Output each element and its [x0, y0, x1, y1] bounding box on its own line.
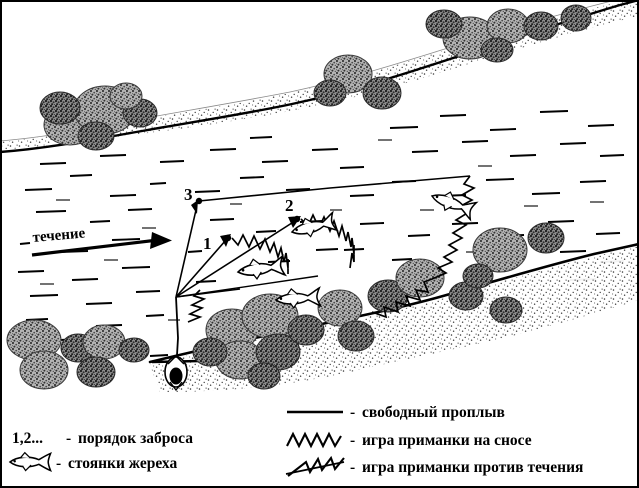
fish-asp-3 — [274, 286, 323, 309]
legend-label-upstream-play: игра приманки против течения — [362, 459, 583, 476]
bush-cluster-near-left — [6, 319, 150, 390]
cast-number-2: 2 — [285, 196, 294, 215]
fish-asp-4 — [430, 191, 479, 222]
cast-number-labels: 1 2 3 — [184, 185, 294, 253]
cast-number-3: 3 — [184, 185, 193, 204]
scribble-line-icon — [285, 455, 345, 477]
legend-item-fish-holding: - стоянки жереха — [8, 451, 177, 472]
legend-label-drift-play: игра приманки на сносе — [362, 432, 532, 449]
legend-dash-cast-order: - — [66, 430, 71, 447]
legend-dash-drift-play: - — [350, 432, 355, 449]
current-direction-indicator: течение — [31, 225, 172, 257]
bush-cluster-near-right — [317, 222, 565, 352]
fish-asp-2 — [290, 210, 339, 238]
legend-symbol-cast-order: 1,2... — [12, 430, 43, 447]
fish-icon — [8, 451, 52, 472]
zigzag-line-icon — [286, 431, 342, 449]
legend: 1,2... - порядок заброса - стоянки жерех… — [8, 404, 583, 477]
bush-cluster-far-mid — [313, 54, 402, 110]
cast-endpoint-1 — [224, 234, 232, 242]
cast-endpoint-2 — [293, 215, 301, 223]
free-drift-line — [198, 175, 471, 202]
legend-dash-upstream-play: - — [350, 459, 355, 476]
legend-label-free-drift: свободный проплыв — [362, 404, 505, 421]
water-hatching — [17, 110, 625, 369]
legend-label-cast-order: порядок заброса — [78, 430, 193, 447]
legend-item-cast-order: 1,2... - порядок заброса — [12, 430, 193, 447]
legend-label-fish-holding: стоянки жереха — [68, 455, 177, 472]
fish-asp-1 — [236, 254, 288, 280]
angler-figure — [164, 354, 188, 392]
legend-item-drift-play: - игра приманки на сносе — [286, 431, 532, 449]
legend-dash-free-drift: - — [350, 404, 355, 421]
cast-number-1: 1 — [203, 234, 212, 253]
legend-item-upstream-play: - игра приманки против течения — [285, 455, 583, 477]
legend-dash-fish-holding: - — [56, 455, 61, 472]
bush-cluster-far-right — [425, 4, 592, 63]
legend-item-free-drift: - свободный проплыв — [287, 404, 505, 421]
current-label: течение — [32, 225, 86, 246]
bush-cluster-near-mid — [192, 293, 325, 390]
bush-cluster-far-left — [39, 82, 158, 151]
